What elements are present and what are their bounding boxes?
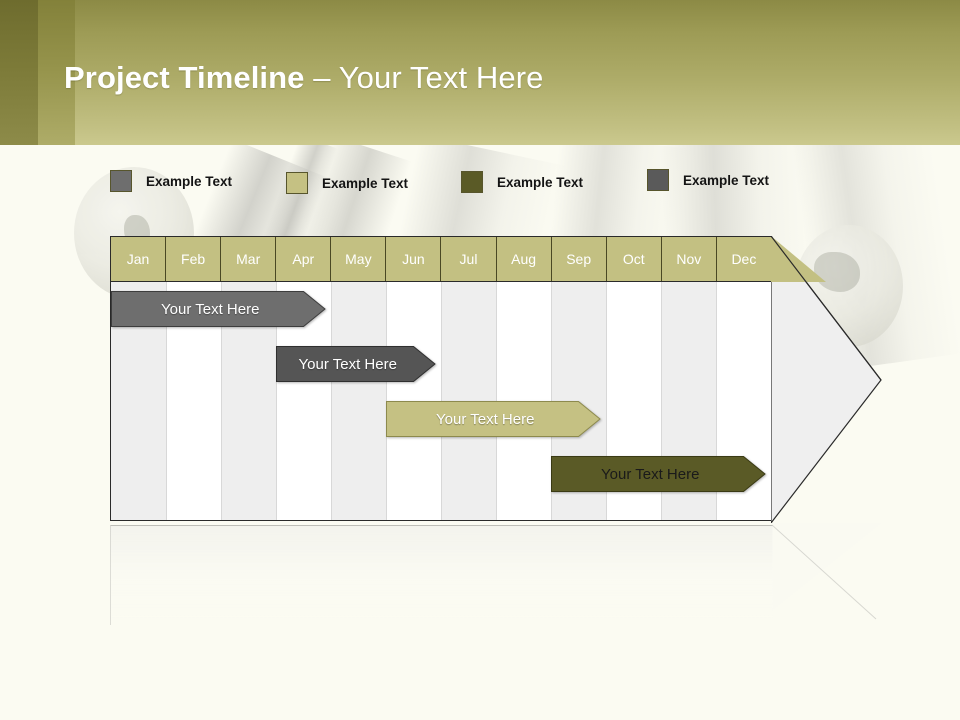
page-title: Project Timeline – Your Text Here (64, 60, 543, 96)
slide-header-band: Project Timeline – Your Text Here (0, 0, 960, 145)
legend-item-3[interactable]: Example Text (647, 169, 769, 191)
task-bar-chevron-shape (551, 456, 766, 492)
month-label: Dec (731, 251, 757, 267)
month-label: Jun (402, 251, 425, 267)
month-label: Apr (292, 251, 315, 267)
task-bar-label: Your Text Here (298, 355, 397, 373)
legend-swatch-icon (461, 171, 483, 193)
timeline-column-divider (606, 282, 607, 520)
legend-item-1[interactable]: Example Text (286, 172, 408, 194)
month-header-cell[interactable]: Feb (166, 237, 222, 281)
timeline-arrow-head (771, 236, 883, 523)
legend-item-label: Example Text (683, 172, 770, 188)
month-header-cell[interactable]: Dec (717, 237, 771, 281)
legend-swatch-icon (286, 172, 308, 194)
header-accent-bar-mid (38, 0, 75, 145)
task-bar-label: Your Text Here (601, 465, 700, 483)
task-bar-chevron-shape (111, 291, 326, 327)
task-bar-label: Your Text Here (436, 410, 535, 428)
legend-item-label: Example Text (497, 174, 584, 190)
month-label: Oct (622, 251, 645, 267)
month-header-cell[interactable]: Mar (221, 237, 277, 281)
month-label: Nov (676, 251, 702, 267)
month-label: Mar (236, 251, 261, 267)
chart-reflection (110, 523, 885, 628)
timeline-chart: Jan Feb Mar Apr May Jun Jul Aug Sep Oct Nov Dec You… (108, 236, 883, 526)
month-header-cell[interactable]: Apr (276, 237, 332, 281)
timeline-column-divider (496, 282, 497, 520)
timeline-column-divider (221, 282, 222, 520)
timeline-column-divider (331, 282, 332, 520)
month-header-cell[interactable]: May (331, 237, 387, 281)
legend-swatch-icon (647, 169, 669, 191)
month-header-cell[interactable]: Nov (662, 237, 717, 281)
month-label: Jan (126, 251, 150, 267)
month-header-cell[interactable]: Aug (497, 237, 552, 281)
month-header-cell[interactable]: Sep (552, 237, 607, 281)
page-title-light: – Your Text Here (304, 60, 544, 95)
task-bar-label: Your Text Here (161, 300, 260, 318)
page-title-bold: Project Timeline (64, 60, 305, 95)
month-label: Jul (459, 251, 478, 267)
header-accent-bar-dark (0, 0, 38, 145)
task-bar-chevron-shape (386, 401, 601, 437)
legend-item-label: Example Text (146, 173, 233, 189)
month-header-row: Jan Feb Mar Apr May Jun Jul Aug Sep Oct Nov Dec (110, 236, 772, 282)
month-header-cell[interactable]: Jul (441, 237, 497, 281)
timeline-column (441, 282, 496, 520)
legend-item-0[interactable]: Example Text (110, 170, 232, 192)
month-label: May (345, 251, 372, 267)
timeline-column-divider (441, 282, 442, 520)
task-bar-chevron-shape (276, 346, 436, 382)
timeline-task-bar[interactable]: Your Text Here (386, 401, 601, 437)
month-label: Sep (566, 251, 592, 267)
month-header-cell[interactable]: Jan (111, 237, 167, 281)
timeline-column (386, 282, 441, 520)
legend-item-label: Example Text (322, 175, 409, 191)
timeline-column-divider (661, 282, 662, 520)
month-header-cell[interactable]: Jun (386, 237, 442, 281)
month-header-cell[interactable]: Oct (607, 237, 662, 281)
timeline-column (496, 282, 551, 520)
month-label: Aug (511, 251, 537, 267)
month-label: Feb (181, 251, 206, 267)
timeline-task-bar[interactable]: Your Text Here (551, 456, 766, 492)
timeline-column-divider (166, 282, 167, 520)
timeline-column-divider (716, 282, 717, 520)
timeline-column-divider (551, 282, 552, 520)
timeline-column (331, 282, 386, 520)
timeline-column-divider (276, 282, 277, 520)
legend-swatch-icon (110, 170, 132, 192)
timeline-task-bar[interactable]: Your Text Here (111, 291, 326, 327)
timeline-task-bar[interactable]: Your Text Here (276, 346, 436, 382)
legend-item-2[interactable]: Example Text (461, 171, 583, 193)
